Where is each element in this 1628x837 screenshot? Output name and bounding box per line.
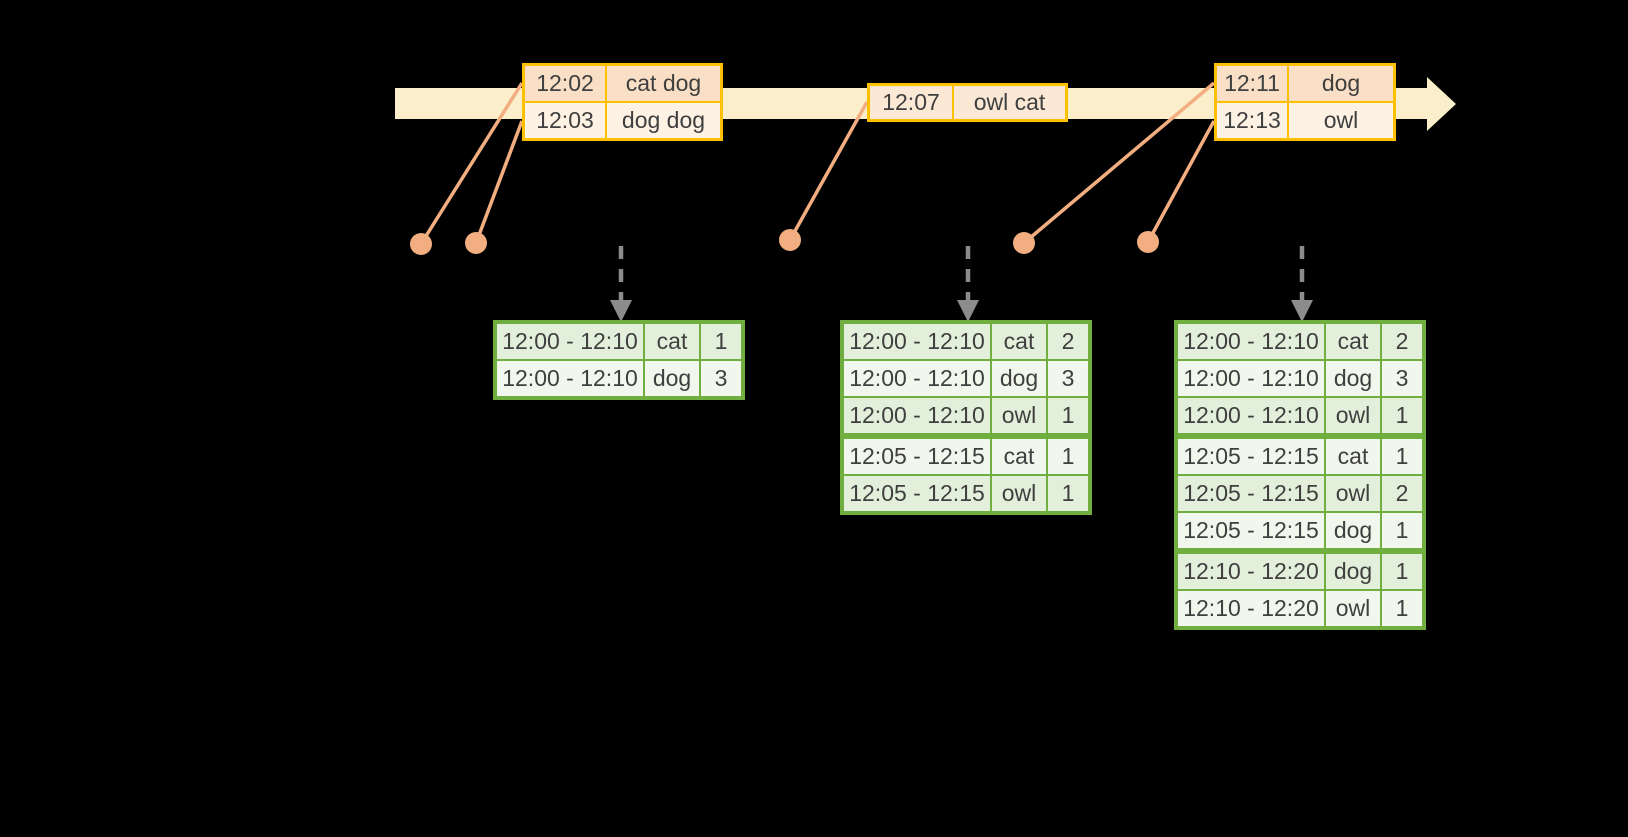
result-window: 12:00 - 12:10: [1183, 328, 1319, 354]
event-row: 12:02 cat dog: [525, 66, 720, 101]
result-word: dog: [1324, 554, 1380, 589]
event-time: 12:13: [1217, 103, 1289, 138]
event-dot: [779, 229, 801, 251]
event-dot: [465, 232, 487, 254]
event-row: 12:03 dog dog: [525, 101, 720, 138]
result-word: owl: [990, 476, 1046, 511]
leader-line: [788, 101, 869, 241]
result-count: 1: [699, 324, 741, 359]
event-table-1: 12:02 cat dog 12:03 dog dog: [522, 63, 723, 141]
result-word: dog: [643, 361, 699, 396]
event-words: cat dog: [625, 70, 702, 96]
result-window: 12:05 - 12:15: [1183, 443, 1319, 469]
event-table-2: 12:07 owl cat: [867, 83, 1068, 122]
result-count: 1: [1380, 513, 1422, 548]
leader-line: [1146, 120, 1216, 243]
result-count: 2: [1380, 324, 1422, 359]
result-count: 3: [1046, 361, 1088, 396]
result-word: cat: [990, 439, 1046, 474]
trigger-arrowhead-icon: [957, 300, 979, 322]
result-word: cat: [643, 324, 699, 359]
result-window: 12:05 - 12:15: [849, 443, 985, 469]
result-count: 1: [1046, 476, 1088, 511]
result-window: 12:05 - 12:15: [1183, 480, 1319, 506]
result-window: 12:00 - 12:10: [849, 328, 985, 354]
result-window: 12:05 - 12:15: [849, 480, 985, 506]
result-window: 12:00 - 12:10: [849, 402, 985, 428]
result-window: 12:05 - 12:15: [1183, 517, 1319, 543]
result-window: 12:10 - 12:20: [1183, 595, 1319, 621]
result-word: dog: [990, 361, 1046, 396]
event-words: dog dog: [621, 107, 706, 133]
result-window: 12:00 - 12:10: [502, 328, 638, 354]
event-time: 12:02: [525, 66, 607, 101]
event-time: 12:03: [525, 103, 607, 138]
result-word: owl: [1324, 591, 1380, 626]
result-count: 1: [1380, 591, 1422, 626]
event-row: 12:13 owl: [1217, 101, 1393, 138]
result-count: 1: [1380, 439, 1422, 474]
trigger-arrowhead-icon: [1291, 300, 1313, 322]
result-window: 12:00 - 12:10: [1183, 365, 1319, 391]
result-count: 1: [1380, 398, 1422, 433]
result-window: 12:00 - 12:10: [502, 365, 638, 391]
event-row: 12:07 owl cat: [870, 86, 1065, 119]
result-count: 1: [1046, 439, 1088, 474]
event-words: owl: [1323, 107, 1359, 133]
timeline-arrowhead-icon: [1427, 77, 1456, 131]
trigger-arrowhead-icon: [610, 300, 632, 322]
result-window: 12:00 - 12:10: [849, 365, 985, 391]
result-word: owl: [1324, 476, 1380, 511]
result-word: cat: [1324, 439, 1380, 474]
event-table-3: 12:11 dog 12:13 owl: [1214, 63, 1396, 141]
result-word: cat: [990, 324, 1046, 359]
event-time: 12:07: [870, 86, 954, 119]
result-window: 12:00 - 12:10: [1183, 402, 1319, 428]
event-time: 12:11: [1217, 66, 1289, 101]
leader-line: [474, 120, 524, 244]
event-words: owl cat: [973, 89, 1046, 115]
result-count: 1: [1046, 398, 1088, 433]
result-word: owl: [990, 398, 1046, 433]
event-row: 12:11 dog: [1217, 66, 1393, 101]
result-word: dog: [1324, 513, 1380, 548]
result-count: 3: [699, 361, 741, 396]
result-count: 2: [1380, 476, 1422, 511]
event-dot: [1137, 231, 1159, 253]
result-word: cat: [1324, 324, 1380, 359]
event-words: dog: [1321, 70, 1361, 96]
event-dot: [1013, 232, 1035, 254]
result-count: 3: [1380, 361, 1422, 396]
event-dot: [410, 233, 432, 255]
result-count: 2: [1046, 324, 1088, 359]
result-word: dog: [1324, 361, 1380, 396]
result-word: owl: [1324, 398, 1380, 433]
result-window: 12:10 - 12:20: [1183, 558, 1319, 584]
result-count: 1: [1380, 554, 1422, 589]
